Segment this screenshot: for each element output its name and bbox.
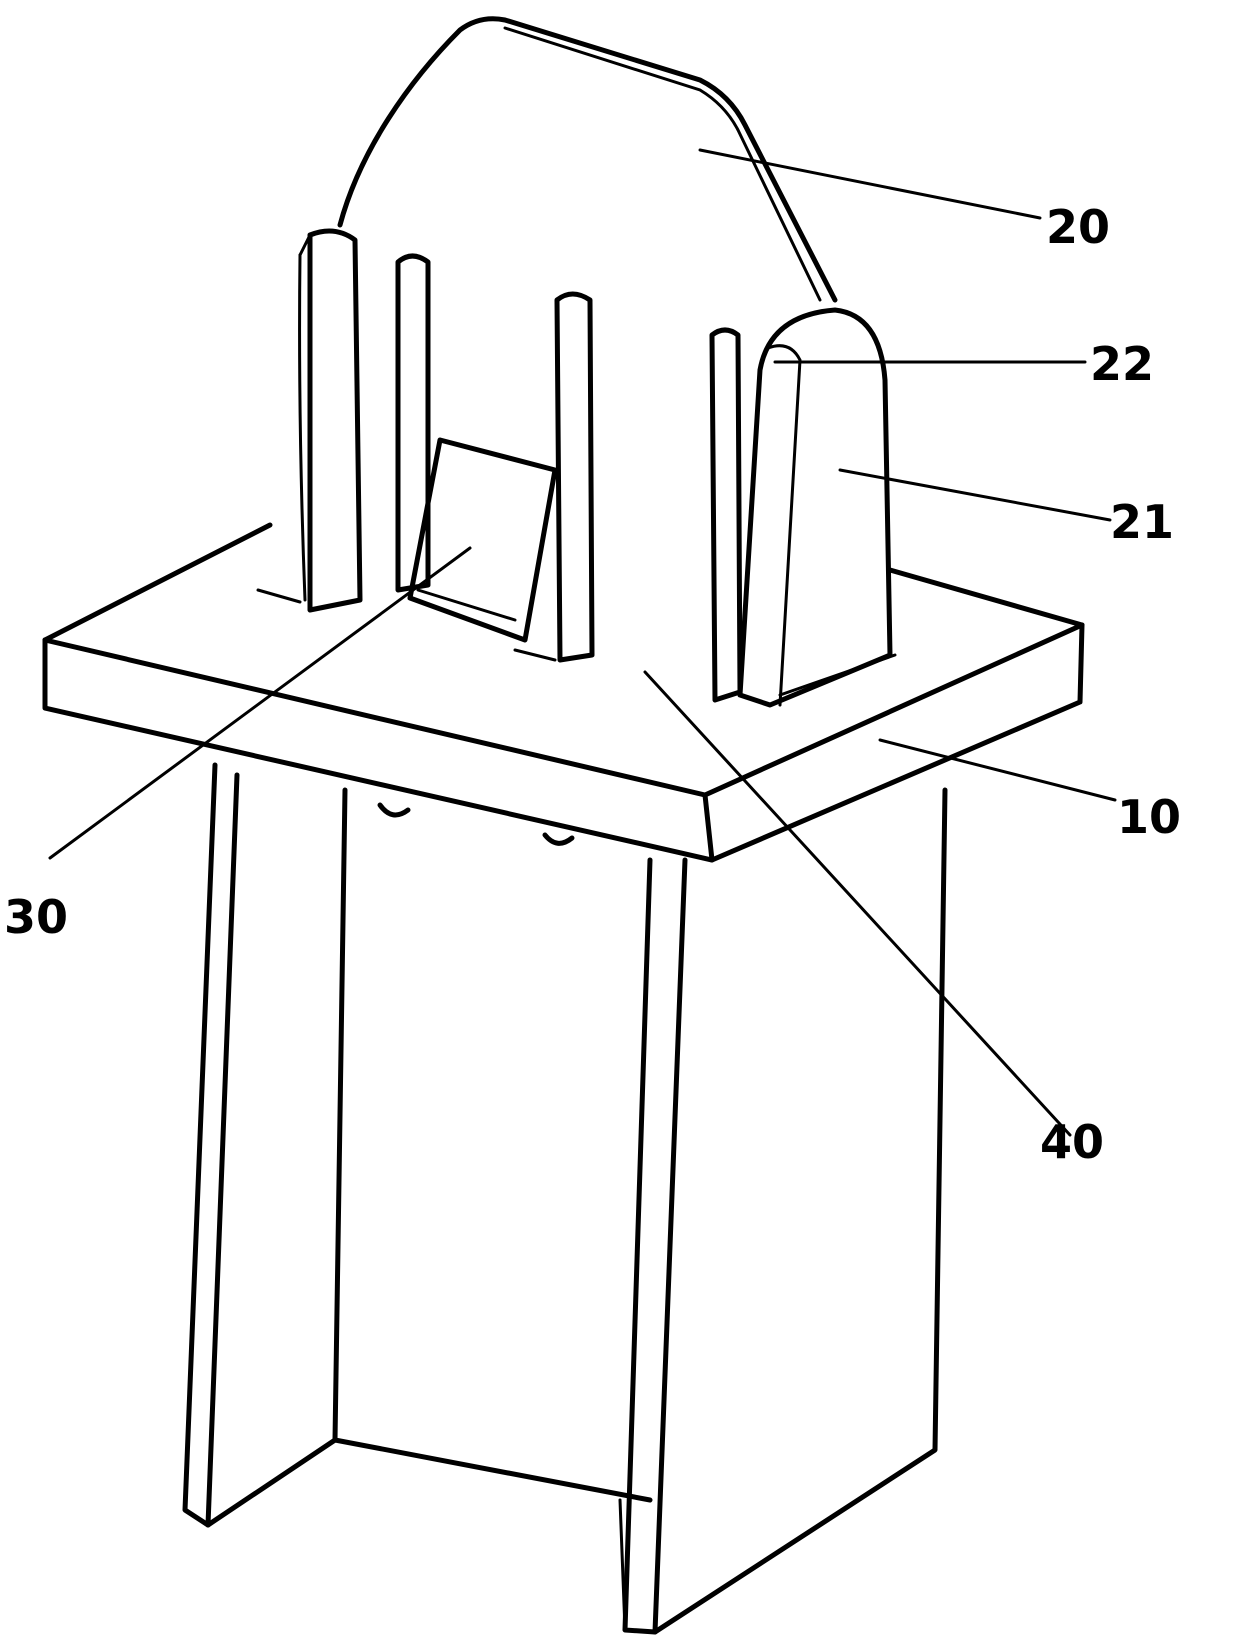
right-block [737,307,893,708]
support-body [182,762,948,1635]
left-post [298,228,363,613]
inner-post-right [709,327,743,703]
callout-22: 22 [1090,337,1154,391]
callout-30: 30 [4,890,68,944]
callout-10: 10 [1117,790,1181,844]
arched-plate [337,16,838,303]
leader-lines [48,148,1117,1137]
middle-post [554,291,595,663]
callout-21: 21 [1110,495,1174,549]
base-plate [42,522,1085,863]
callout-labels: 20 22 21 10 30 40 [4,200,1181,1169]
inner-post-left [395,253,431,593]
callout-40: 40 [1040,1115,1104,1169]
callout-20: 20 [1046,200,1110,254]
angled-blade [407,437,558,643]
